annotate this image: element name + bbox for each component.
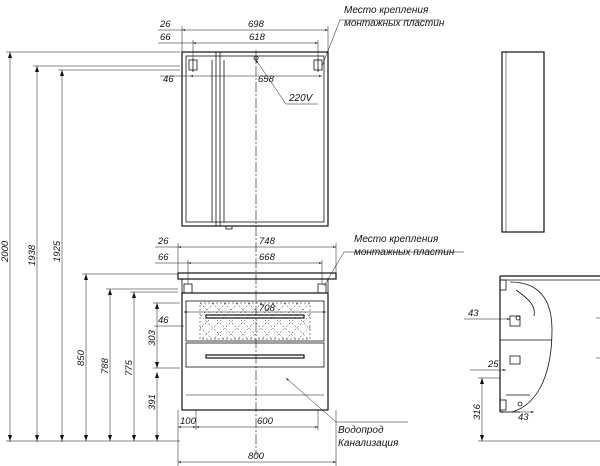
height-775-label: 775 [124, 359, 135, 376]
height-1938-label: 1938 [27, 244, 38, 266]
offset-66-mid-label: 66 [158, 252, 169, 263]
height-2000-label: 2000 [0, 240, 11, 263]
vanity-unit-dimensions: 748 26 668 66 708 46 100 600 800 Место к… [154, 234, 464, 466]
vanity-unit-front [177, 272, 337, 411]
mirror-cabinet-dimensions: 698 26 618 66 658 46 220V Место креплени… [158, 5, 445, 105]
height-850-label: 850 [76, 349, 87, 366]
height-391-label: 391 [147, 394, 158, 410]
water-note-line2: Канализация [338, 438, 399, 449]
side-43-top-label: 43 [468, 308, 479, 319]
offset-26-mid-label: 26 [157, 236, 169, 247]
width-708-label: 708 [259, 303, 276, 314]
offset-26-top-label: 26 [159, 19, 171, 30]
mirror-cabinet-front [181, 51, 329, 230]
voltage-label: 220V [288, 93, 314, 104]
width-600-label: 600 [257, 416, 274, 427]
side-316-label: 316 [472, 403, 483, 420]
side-43-bottom-label: 43 [518, 412, 529, 423]
height-1925-label: 1925 [52, 240, 63, 262]
width-748-label: 748 [259, 236, 276, 247]
width-800-label: 800 [248, 451, 265, 462]
offset-100-label: 100 [180, 416, 197, 427]
width-658-label: 658 [258, 74, 275, 85]
side-25-label: 25 [487, 359, 499, 370]
height-303-label: 303 [147, 329, 158, 346]
water-note-line1: Водопрод [338, 425, 384, 436]
mount-note-top-line1: Место крепления [344, 5, 429, 16]
mount-note-mid-line2: монтажных пластин [354, 247, 455, 258]
height-dimensions: 2000 1938 1925 850 788 775 303 391 [0, 51, 180, 442]
vanity-unit-side-view: 43 25 43 316 [464, 275, 600, 442]
width-698-label: 698 [248, 19, 265, 30]
mount-note-mid-line1: Место крепления [354, 234, 439, 245]
height-788-label: 788 [100, 357, 111, 374]
mirror-cabinet-side-view [501, 51, 545, 233]
offset-46-top-label: 46 [163, 74, 174, 85]
offset-66-top-label: 66 [160, 32, 171, 43]
offset-46-mid-label: 46 [158, 315, 169, 326]
mount-note-top-line2: монтажных пластин [344, 18, 445, 29]
width-618-label: 618 [249, 32, 266, 43]
width-668-label: 668 [259, 252, 276, 263]
